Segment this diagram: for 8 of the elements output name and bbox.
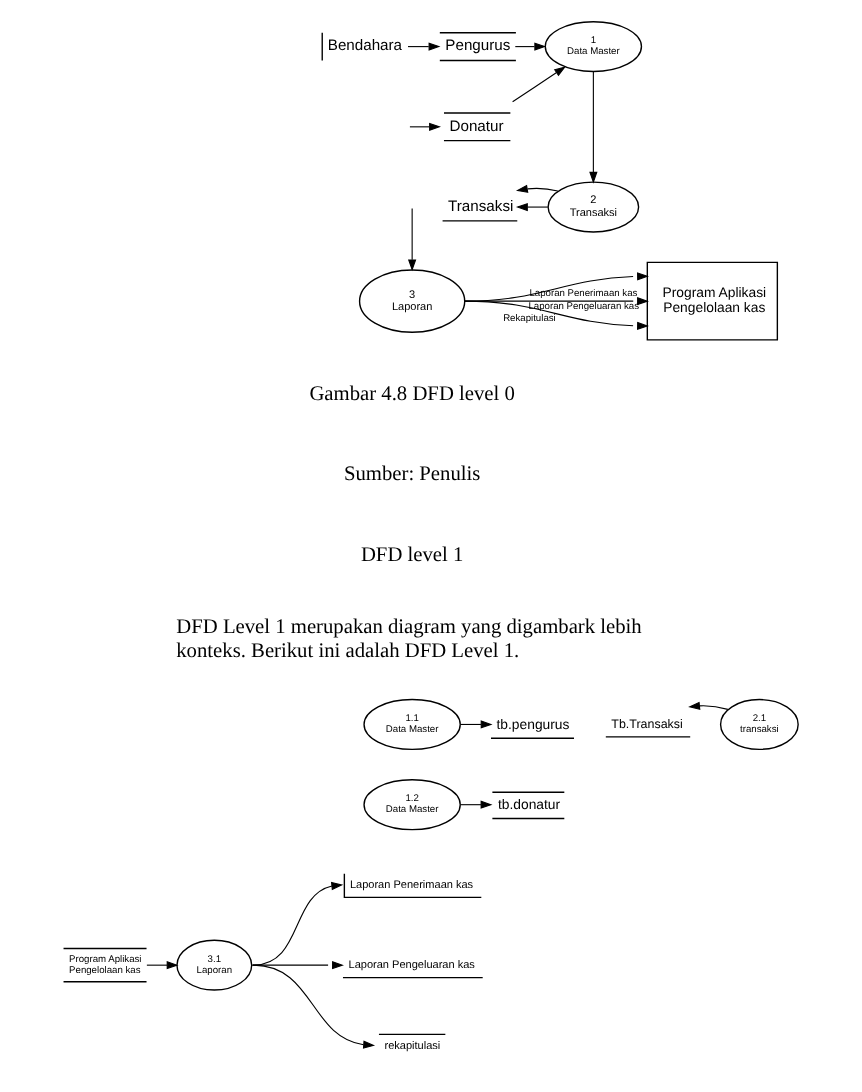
label: Sumber: Penulis <box>343 464 481 487</box>
label: DFD level 1 <box>360 544 464 567</box>
node-text: Pengurus <box>445 36 511 55</box>
label: DFD Level 1 merupakan diagram yang digambark lebih konteks. Berikut ini adalah DFD Level 1. <box>176 617 642 663</box>
node-text: Transaksi <box>448 196 514 215</box>
node-text: Donatur <box>449 116 504 135</box>
node-text: Bendahara <box>327 36 403 55</box>
label: Gambar 4.8 DFD level 0 <box>309 384 515 407</box>
